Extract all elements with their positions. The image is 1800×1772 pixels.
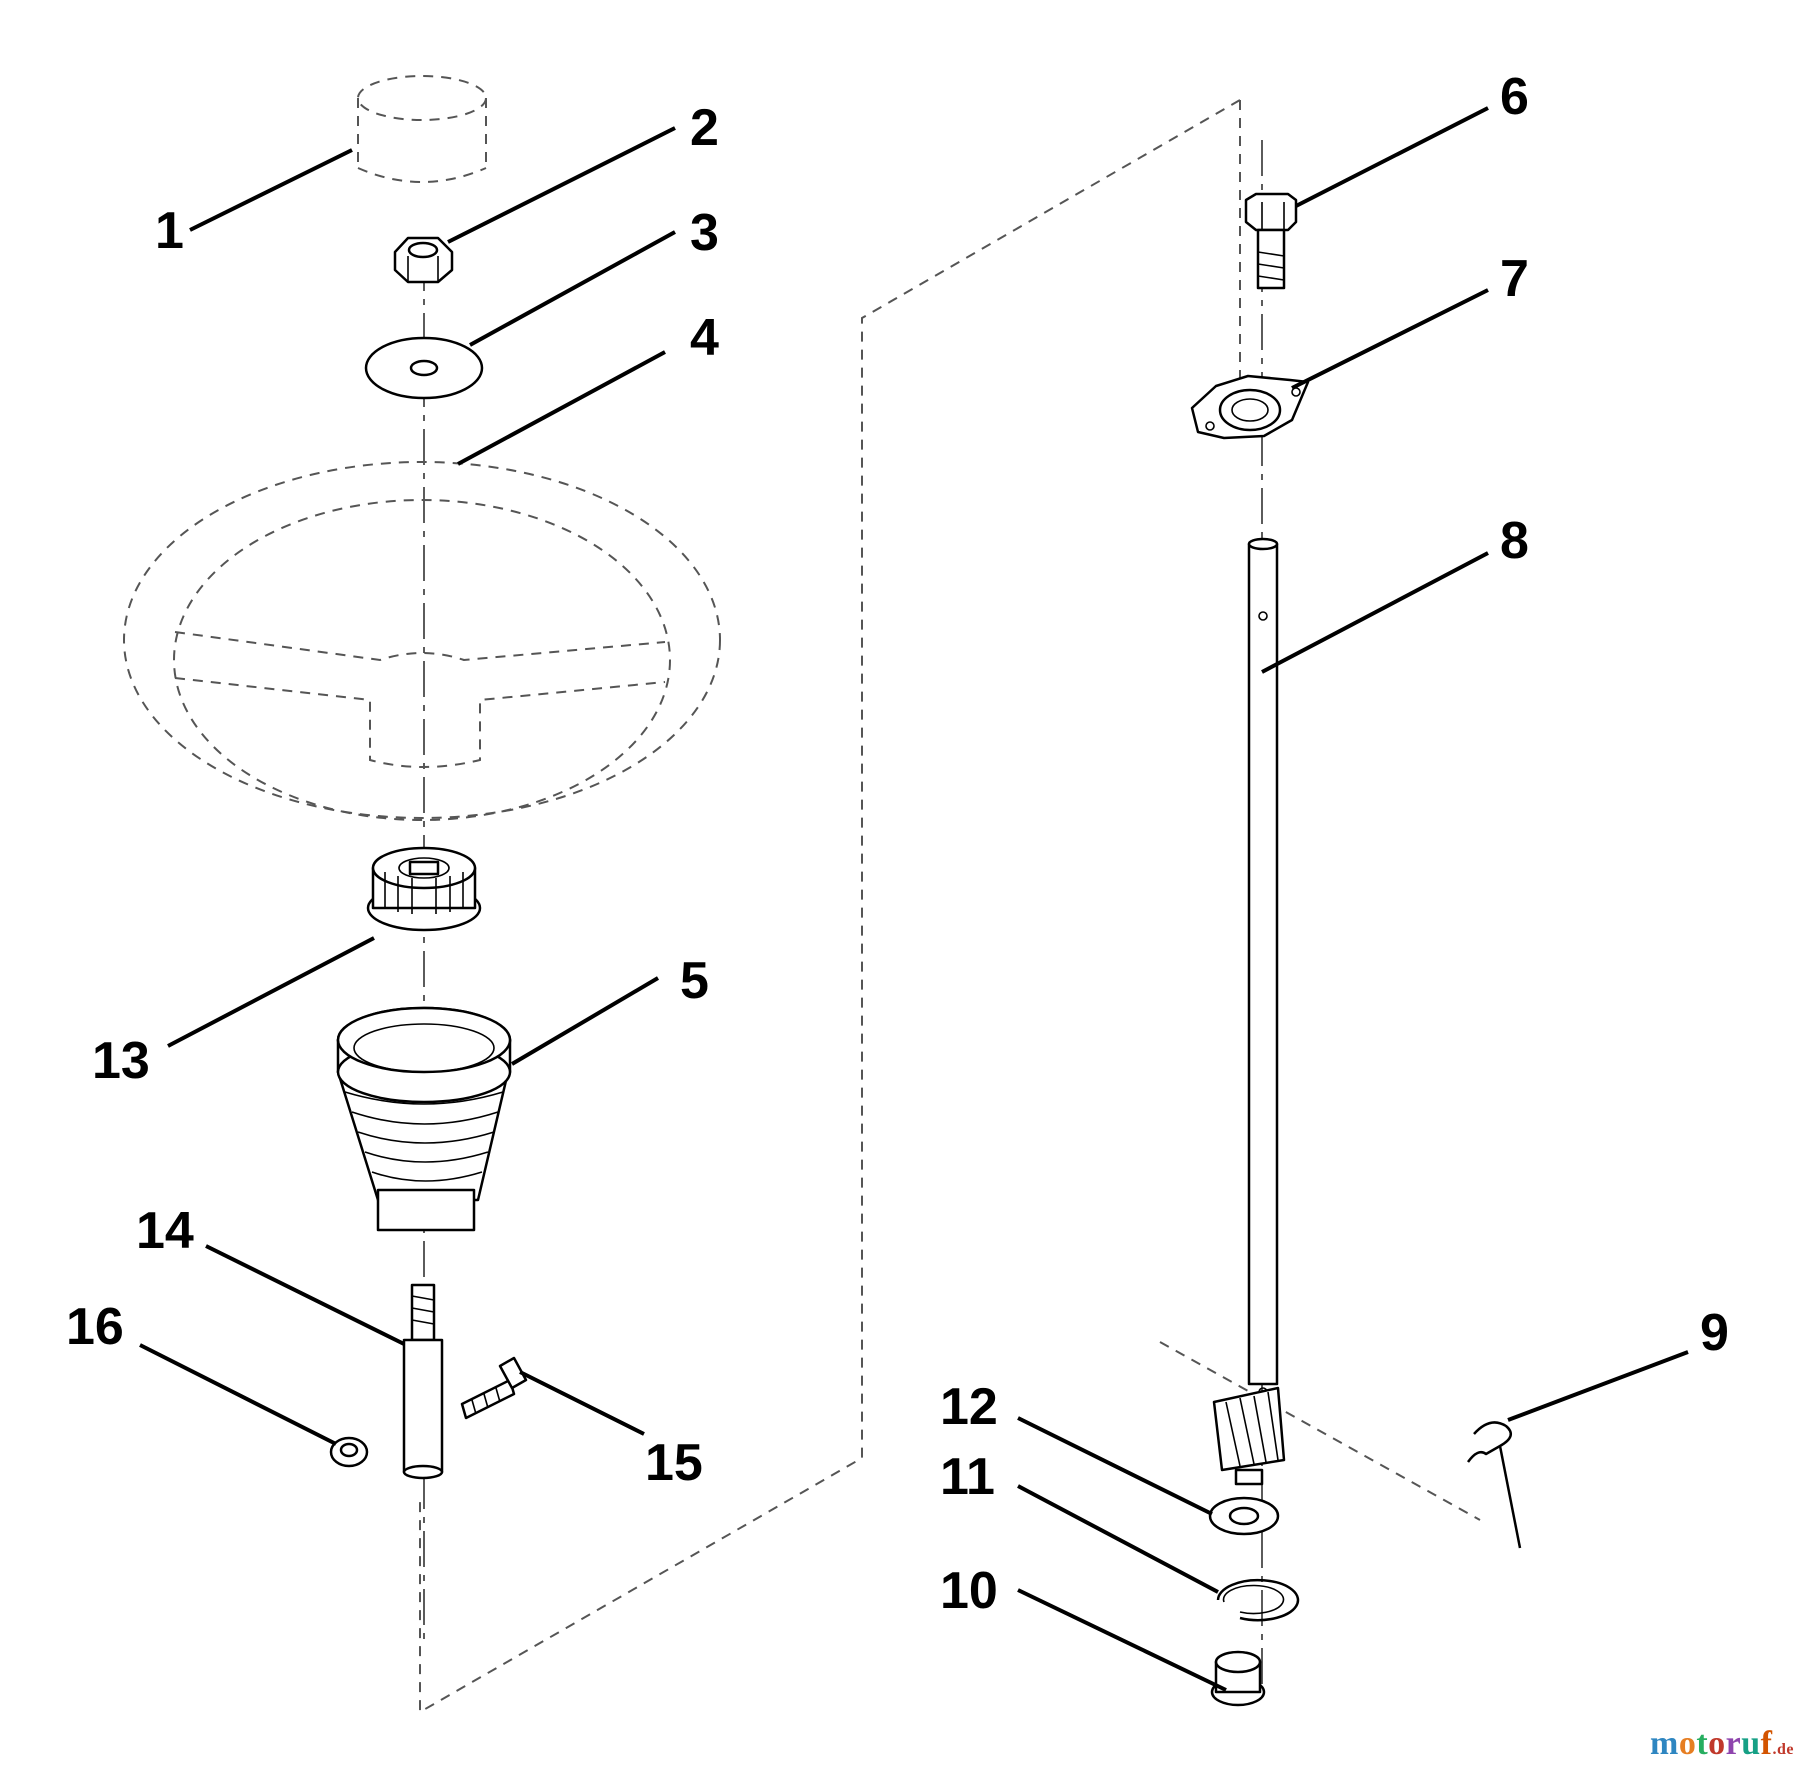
part-shaft-adapter: [402, 1283, 444, 1480]
leader-9: [1507, 1350, 1689, 1422]
part-nut: [393, 236, 454, 284]
leader-lines: [139, 106, 1689, 1692]
callout-12: 12: [940, 1378, 998, 1436]
part-bolt: [460, 1356, 528, 1420]
watermark-letter: o: [1708, 1725, 1726, 1762]
callout-13: 13: [92, 1032, 150, 1090]
callout-16: 16: [66, 1298, 124, 1356]
watermark-letter: m: [1650, 1725, 1679, 1762]
callout-15: 15: [645, 1434, 703, 1492]
callout-3: 3: [690, 204, 719, 262]
watermark-letter: u: [1741, 1725, 1761, 1762]
callout-10: 10: [940, 1562, 998, 1620]
watermark-letter: r: [1725, 1725, 1742, 1762]
watermark-logo: motoruf.de: [1650, 1725, 1794, 1763]
part-steering-shaft: [1247, 537, 1279, 1397]
part-steering-wheel: [123, 461, 721, 821]
part-gear-washer: [1208, 1496, 1280, 1536]
part-cap: [357, 75, 487, 183]
leader-2: [447, 126, 676, 244]
callout-8: 8: [1500, 512, 1529, 570]
callout-5: 5: [680, 952, 709, 1010]
leader-12: [1017, 1416, 1213, 1516]
leader-5: [510, 976, 660, 1066]
callout-14: 14: [136, 1202, 194, 1260]
leader-4: [457, 350, 666, 466]
callout-2: 2: [690, 99, 719, 157]
leader-6: [1295, 106, 1489, 208]
part-washer: [364, 336, 484, 400]
callout-1: 1: [155, 202, 184, 260]
leader-14: [205, 1244, 405, 1346]
leader-10: [1017, 1588, 1227, 1692]
leader-15: [519, 1370, 645, 1436]
watermark-letter: o: [1678, 1725, 1697, 1762]
part-small-nut: [329, 1436, 369, 1468]
watermark-suffix: .de: [1772, 1741, 1794, 1758]
leader-16: [139, 1343, 337, 1446]
leader-7: [1291, 288, 1489, 390]
part-pinion-gear: [1212, 1386, 1286, 1486]
phantom-panel-outline: [419, 99, 1481, 1714]
watermark-letters: motoruf: [1650, 1725, 1773, 1762]
leader-13: [167, 936, 375, 1048]
callout-9: 9: [1700, 1304, 1729, 1362]
callout-7: 7: [1500, 250, 1529, 308]
leader-11: [1017, 1484, 1219, 1594]
leader-1: [189, 148, 353, 232]
callout-11: 11: [940, 1448, 995, 1506]
part-wire-clip: [1466, 1421, 1522, 1549]
part-snap-ring: [1216, 1578, 1300, 1622]
part-splined-adapter: [366, 846, 482, 932]
part-bushing: [1210, 1650, 1266, 1707]
callout-labels: 1 2 3 4 5 6 7 8 9 10 11 12 13 14 15 16: [66, 68, 1729, 1620]
part-boot: [336, 1006, 512, 1232]
part-flange-bearing: [1190, 374, 1310, 440]
callout-6: 6: [1500, 68, 1529, 126]
watermark-letter: f: [1760, 1725, 1773, 1762]
part-cap-screw: [1244, 192, 1298, 290]
watermark-letter: t: [1696, 1725, 1709, 1762]
callout-4: 4: [690, 309, 719, 367]
leader-3: [469, 230, 676, 347]
leader-8: [1261, 551, 1489, 674]
